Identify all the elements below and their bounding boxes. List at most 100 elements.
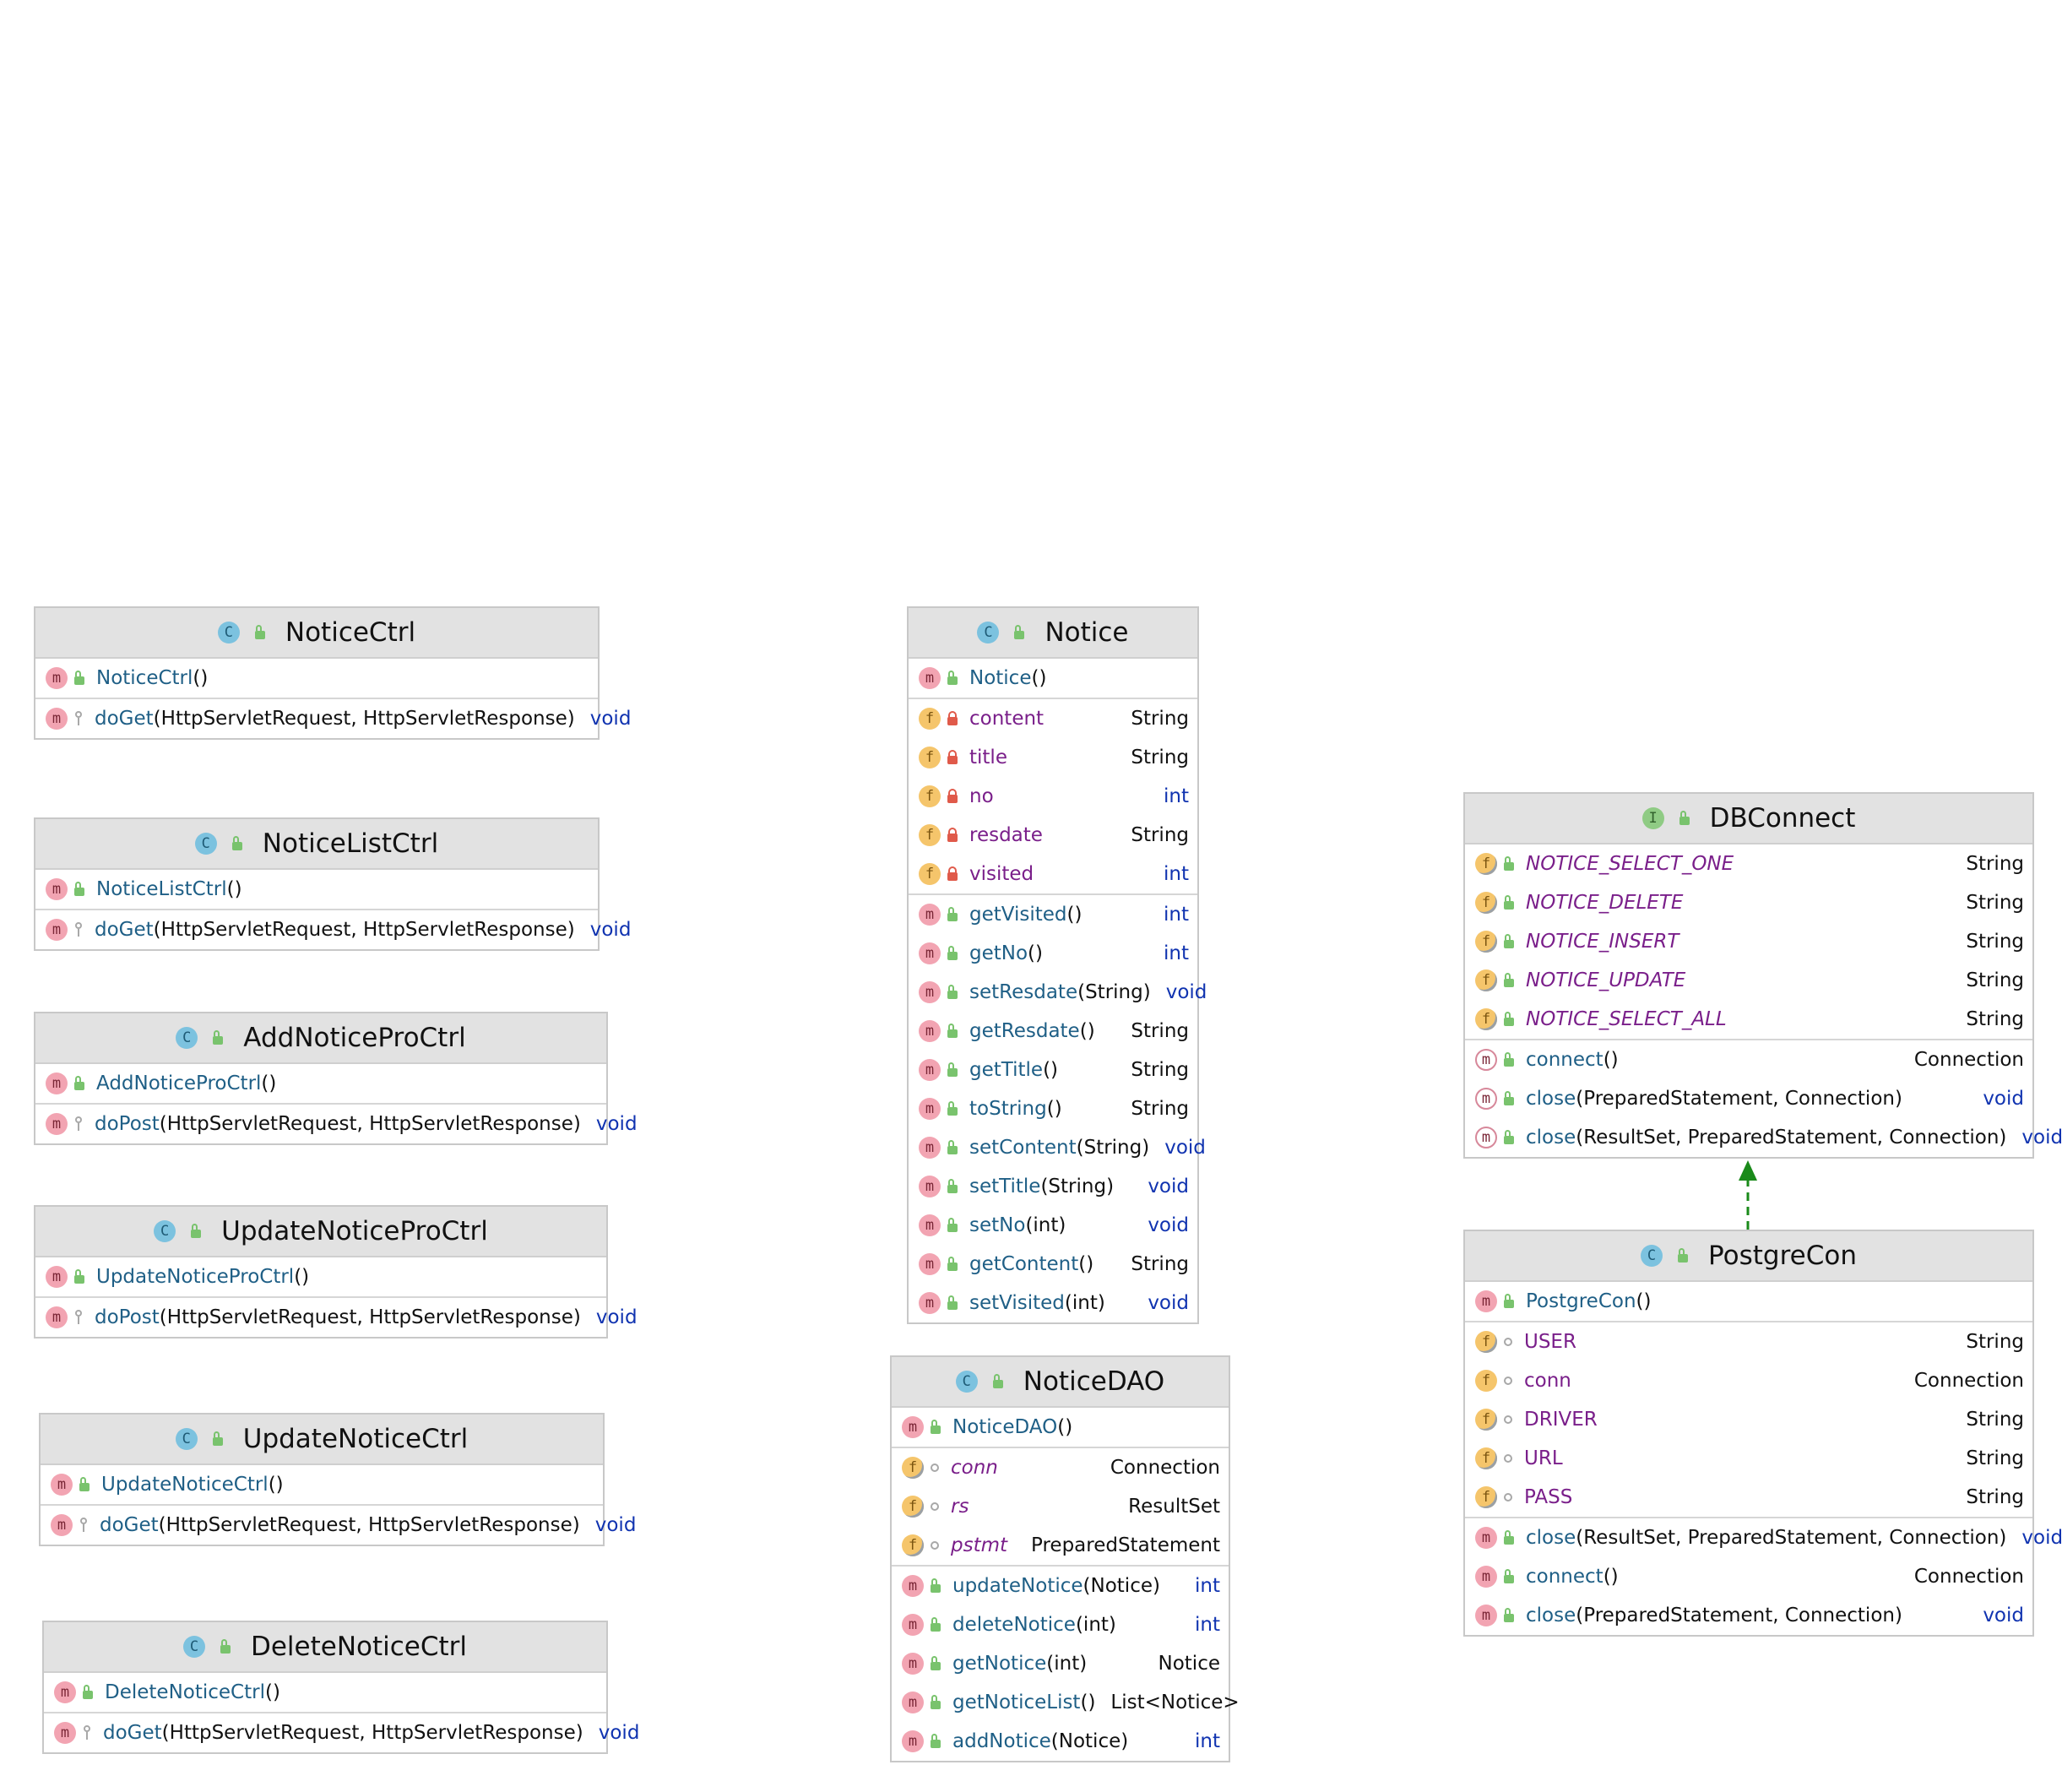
method-row[interactable]: m Notice() [909, 659, 1197, 698]
class-updatenoticeproctrl[interactable]: C UpdateNoticeProCtrl m UpdateNoticeProC… [34, 1205, 638, 1339]
field-row[interactable]: f URL String [1465, 1439, 2032, 1478]
class-name: NoticeCtrl [285, 617, 416, 648]
field-name: URL [1524, 1447, 1563, 1469]
method-name: setVisited [969, 1292, 1065, 1314]
method-row[interactable]: m PostgreCon() [1465, 1282, 2032, 1321]
public-lock-icon [1504, 895, 1514, 910]
method-params: () [193, 667, 209, 689]
method-row[interactable]: m doGet(HttpServletRequest, HttpServletR… [35, 699, 631, 738]
interface-icon: I [1641, 807, 1664, 829]
method-row[interactable]: m NoticeDAO() [892, 1408, 1229, 1447]
method-row[interactable]: m NoticeListCtrl() [35, 870, 598, 909]
public-lock-icon [1504, 1130, 1514, 1144]
public-lock-icon [947, 985, 958, 999]
public-lock-icon [931, 1617, 941, 1632]
class-name: UpdateNoticeCtrl [242, 1424, 469, 1454]
class-noticelistctrl[interactable]: C NoticeListCtrl m NoticeListCtrl() m do… [34, 817, 631, 951]
protected-key-icon [83, 1724, 91, 1741]
static-field-icon: f [1475, 1447, 1497, 1469]
class-icon: C [176, 1027, 198, 1049]
class-header: C NoticeDAO [892, 1357, 1229, 1408]
method-params: (ResultSet, PreparedStatement, Connectio… [1576, 1127, 2007, 1149]
method-row[interactable]: m DeleteNoticeCtrl() [44, 1673, 606, 1712]
method-params: (String) [1077, 981, 1151, 1003]
method-params: (PreparedStatement, Connection) [1576, 1088, 1902, 1110]
method-row[interactable]: m doGet(HttpServletRequest, HttpServletR… [44, 1713, 639, 1752]
method-name: close [1526, 1088, 1576, 1110]
method-row[interactable]: m UpdateNoticeCtrl() [41, 1465, 603, 1504]
class-updatenoticectrl[interactable]: C UpdateNoticeCtrl m UpdateNoticeCtrl() … [39, 1413, 636, 1546]
method-name: Notice [969, 667, 1032, 689]
field-type: String [1966, 931, 2024, 953]
method-row[interactable]: m doGet(HttpServletRequest, HttpServletR… [35, 910, 631, 949]
method-row[interactable]: m AddNoticeProCtrl() [35, 1064, 606, 1103]
class-deletenoticectrl[interactable]: C DeleteNoticeCtrl m DeleteNoticeCtrl() … [42, 1621, 639, 1754]
method-row[interactable]: m doPost(HttpServletRequest, HttpServlet… [35, 1105, 638, 1143]
public-lock-icon [947, 907, 958, 921]
return-type: void [2021, 1527, 2062, 1549]
method-params: (Notice) [1050, 1730, 1129, 1752]
constructor-section: m Notice() [909, 659, 1197, 699]
method-row[interactable]: m doPost(HttpServletRequest, HttpServlet… [35, 1298, 638, 1337]
method-row[interactable]: m doGet(HttpServletRequest, HttpServletR… [41, 1506, 636, 1545]
method-params: () [226, 878, 242, 900]
method-row[interactable]: m UpdateNoticeProCtrl() [35, 1257, 606, 1296]
method-params: (ResultSet, PreparedStatement, Connectio… [1576, 1527, 2007, 1549]
class-noticectrl[interactable]: C NoticeCtrl m NoticeCtrl() m doGet(Http… [34, 606, 631, 740]
method-icon: m [46, 919, 68, 941]
class-icon: C [175, 1428, 198, 1450]
return-type: void [1148, 1292, 1189, 1314]
class-addnoticeproctrl[interactable]: C AddNoticeProCtrl m AddNoticeProCtrl() … [34, 1012, 638, 1145]
method-icon: m [46, 1266, 68, 1288]
method-row[interactable]: m NoticeCtrl() [35, 659, 598, 698]
package-circle-icon [931, 1502, 939, 1511]
field-type: String [1966, 1447, 2024, 1469]
